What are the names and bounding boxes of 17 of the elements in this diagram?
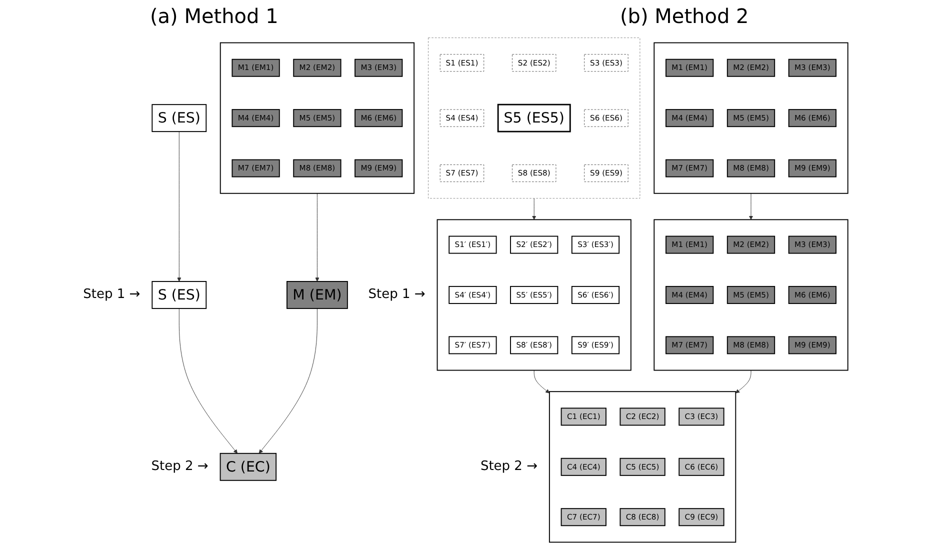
panel-heading: (b) Method 2 [620,4,749,28]
cluster [654,42,848,194]
cluster [220,42,415,194]
cluster [548,391,736,543]
node-box: C (EC) [220,452,277,481]
cluster [428,38,640,199]
step-label: Step 2 → [151,459,208,474]
node-box: S (ES) [152,104,207,132]
cluster [654,219,848,371]
panel-heading: (a) Method 1 [150,4,278,28]
step-label: Step 1 → [368,287,426,302]
cluster [436,219,632,371]
node-box: M (EM) [286,281,348,309]
step-label: Step 1 → [83,287,140,302]
node-box: S (ES) [152,281,207,309]
step-label: Step 2 → [480,459,538,474]
node-box: S5 (ES5) [497,104,571,132]
